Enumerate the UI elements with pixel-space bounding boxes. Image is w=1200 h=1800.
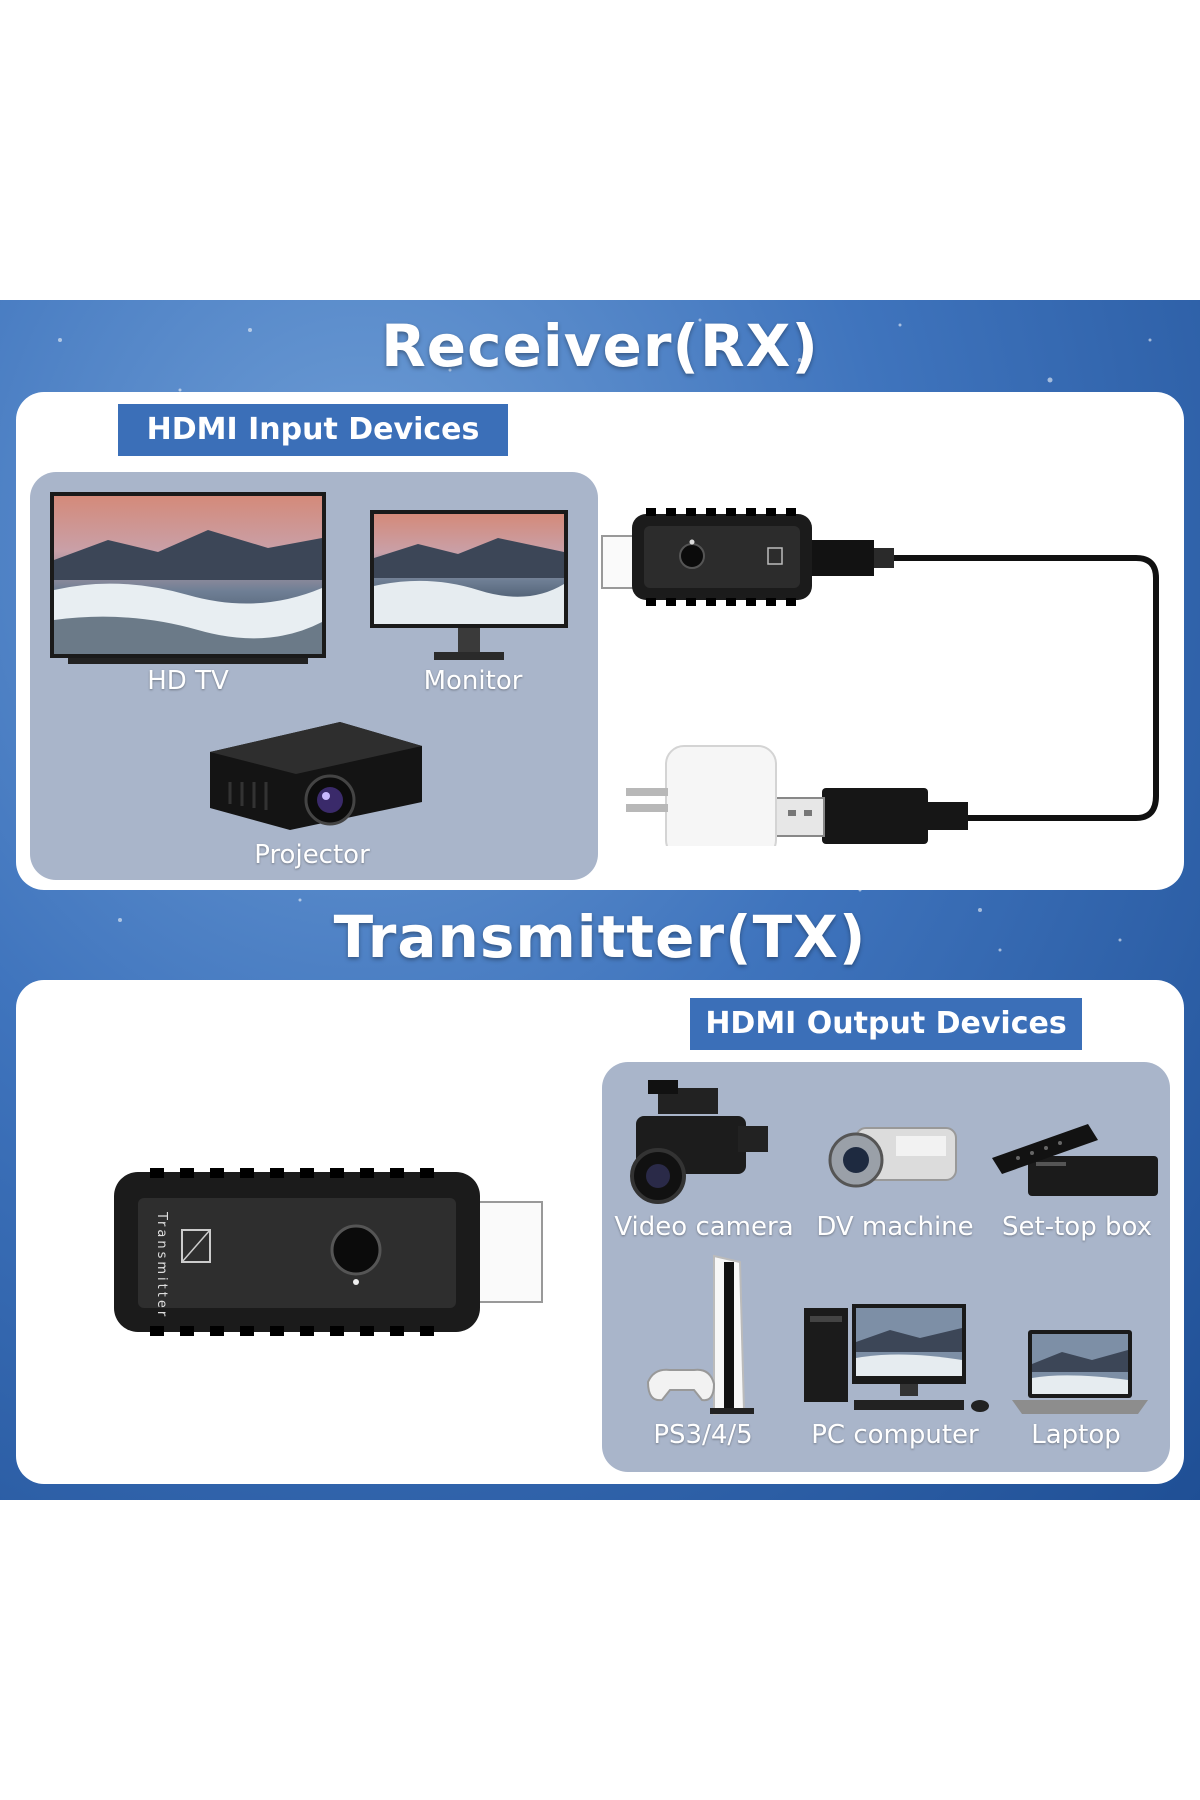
ps-console-image: [644, 1252, 784, 1418]
projector-icon: [210, 722, 422, 830]
transmitter-title: Transmitter(TX): [333, 903, 867, 971]
pc-computer-icon: [804, 1304, 989, 1412]
device-label-pc-computer: PC computer: [811, 1420, 979, 1450]
device-label-set-top-box: Set-top box: [1002, 1212, 1152, 1242]
monitor-icon: [370, 510, 568, 660]
device-label-hd-tv: HD TV: [147, 666, 229, 696]
video-camera-image: [628, 1076, 778, 1206]
ps-console-icon: [646, 1254, 754, 1416]
device-label-ps: PS3/4/5: [653, 1420, 753, 1450]
video-camera-icon: [630, 1080, 768, 1204]
dv-machine-icon: [828, 1127, 957, 1188]
device-label-monitor: Monitor: [423, 666, 523, 696]
device-label-laptop: Laptop: [1031, 1420, 1121, 1450]
device-label-video-camera: Video camera: [614, 1212, 794, 1242]
projector-image: [200, 712, 430, 842]
laptop-image: [1008, 1328, 1152, 1418]
monitor-image: [368, 508, 570, 664]
hdmi-input-devices-tag: HDMI Input Devices: [118, 404, 508, 456]
hd-tv-image: [48, 490, 328, 670]
set-top-box-icon: [992, 1124, 1158, 1196]
set-top-box-image: [988, 1118, 1164, 1204]
device-label-projector: Projector: [254, 840, 370, 870]
transmitter-dongle-icon: Transmitter: [114, 1168, 543, 1336]
dv-machine-image: [826, 1104, 966, 1200]
receiver-title: Receiver(RX): [381, 312, 819, 380]
receiver-dongle-assembly: [596, 506, 1180, 846]
laptop-icon: [1012, 1330, 1148, 1414]
transmitter-dongle-label: Transmitter: [154, 1211, 169, 1319]
receiver-dongle-icon: [601, 508, 1159, 846]
pc-computer-image: [800, 1302, 996, 1418]
hdmi-output-devices-tag: HDMI Output Devices: [690, 998, 1082, 1050]
hd-tv-icon: [50, 492, 326, 664]
transmitter-dongle-image: Transmitter: [110, 1168, 546, 1338]
device-label-dv-machine: DV machine: [816, 1212, 974, 1242]
